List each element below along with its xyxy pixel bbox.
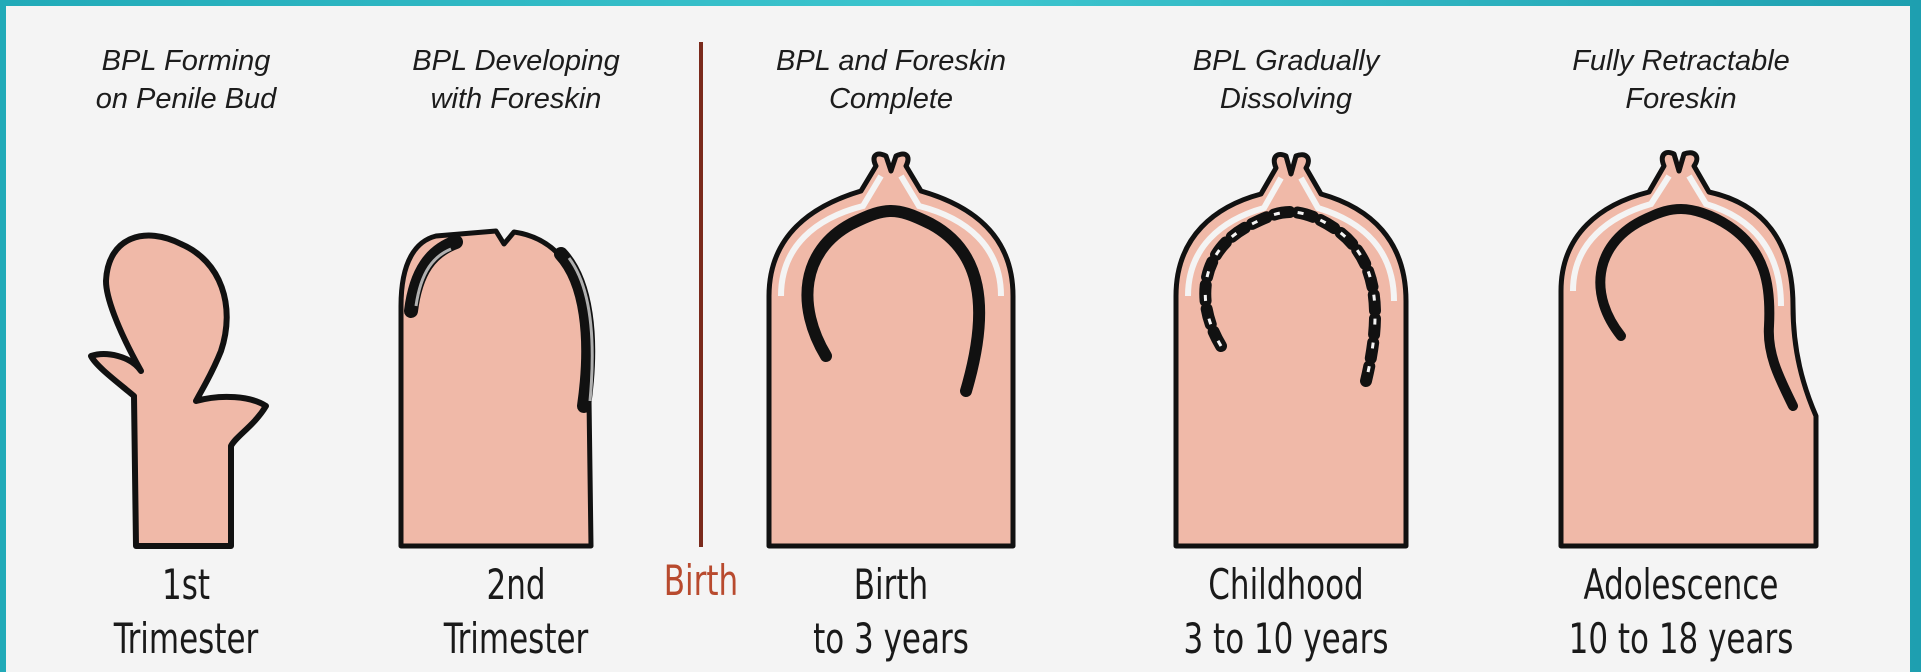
stage-age-label: 1st Trimester [63, 558, 309, 666]
stage-childhood: BPL Gradually Dissolving Childhood 3 to … [1136, 6, 1436, 672]
stage-age-label: Childhood 3 to 10 years [1163, 558, 1409, 666]
retractable-foreskin-illustration [1531, 6, 1831, 566]
penile-bud-illustration [36, 6, 336, 566]
stage-adolescence: Fully Retractable Foreskin Adolescence 1… [1531, 6, 1831, 672]
stage-age-label: Adolescence 10 to 18 years [1558, 558, 1804, 666]
birth-divider-line [699, 42, 703, 547]
birth-divider-label: Birth [656, 554, 746, 608]
stage-1st-trimester: BPL Forming on Penile Bud 1st Trimester [36, 6, 336, 672]
stage-age-label: 2nd Trimester [393, 558, 639, 666]
complete-foreskin-illustration [741, 6, 1041, 566]
developing-foreskin-illustration [366, 6, 666, 566]
stage-birth-to-3: BPL and Foreskin Complete Birth to 3 yea… [741, 6, 1041, 672]
stage-age-label: Birth to 3 years [768, 558, 1014, 666]
diagram-panel: BPL Forming on Penile Bud 1st Trimester … [6, 6, 1910, 672]
stage-2nd-trimester: BPL Developing with Foreskin 2nd Trimest… [366, 6, 666, 672]
dissolving-bpl-illustration [1136, 6, 1436, 566]
